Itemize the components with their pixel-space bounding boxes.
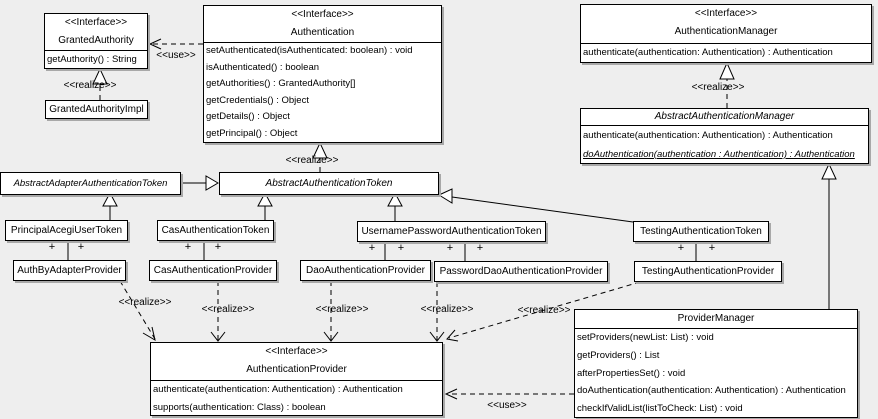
realize-edges bbox=[99, 79, 728, 340]
realize-label: <<realize>> bbox=[315, 304, 369, 315]
method: isAuthenticated() : boolean bbox=[206, 61, 320, 73]
method: getAuthority() : String bbox=[47, 54, 137, 65]
multiplicity-plus: + bbox=[397, 242, 405, 254]
method: getProviders() : List bbox=[577, 349, 660, 361]
class-dao-authentication-provider: DaoAuthenticationProvider bbox=[300, 260, 431, 281]
method: getPrincipal() : Object bbox=[206, 127, 298, 139]
class-name: ProviderManager bbox=[677, 313, 755, 324]
class-name: TestingAuthenticationProvider bbox=[641, 266, 775, 277]
method: setProviders(newList: List) : void bbox=[577, 332, 714, 343]
use-label: <<use>> bbox=[156, 50, 196, 61]
class-authentication: <<Interface>> Authentication setAuthenti… bbox=[203, 5, 442, 143]
multiplicity-plus: + bbox=[48, 241, 56, 253]
method: doAuthentication(authentication: Authent… bbox=[577, 385, 846, 397]
method: getCredentials() : Object bbox=[206, 94, 309, 106]
method: afterPropertiesSet() : void bbox=[577, 367, 686, 379]
method: setAuthenticated(isAuthenticated: boolea… bbox=[206, 45, 413, 56]
class-granted-authority: <<Interface>> GrantedAuthority getAuthor… bbox=[44, 13, 148, 69]
multiplicity-plus: + bbox=[708, 242, 716, 254]
class-testing-authentication-provider: TestingAuthenticationProvider bbox=[634, 261, 782, 282]
stereotype: <<Interface>> bbox=[64, 17, 128, 28]
class-name: AbstractAdapterAuthenticationToken bbox=[13, 178, 168, 189]
class-cas-authentication-provider: CasAuthenticationProvider bbox=[149, 260, 277, 281]
method: doAuthentication(authentication : Authen… bbox=[583, 149, 855, 160]
class-name: CasAuthenticationToken bbox=[161, 225, 270, 236]
class-password-dao-authentication-provider: PasswordDaoAuthenticationProvider bbox=[434, 261, 608, 282]
class-granted-authority-impl: GrantedAuthorityImpl bbox=[45, 100, 148, 119]
method: getDetails() : Object bbox=[206, 111, 290, 123]
class-principal-acegi-user-token: PrincipalAcegiUserToken bbox=[5, 220, 128, 241]
class-provider-manager: ProviderManager setProviders(newList: Li… bbox=[574, 309, 858, 418]
multiplicity-plus: + bbox=[184, 241, 192, 253]
stereotype: <<Interface>> bbox=[291, 9, 354, 20]
stereotype: <<Interface>> bbox=[694, 8, 758, 19]
multiplicity-plus: + bbox=[677, 242, 685, 254]
class-testing-authentication-token: TestingAuthenticationToken bbox=[633, 221, 769, 242]
class-abstract-authentication-manager: AbstractAuthenticationManager authentica… bbox=[580, 108, 869, 164]
class-username-password-authentication-token: UsernamePasswordAuthenticationToken bbox=[357, 221, 546, 242]
class-authentication-manager: <<Interface>> AuthenticationManager auth… bbox=[580, 4, 872, 63]
class-name: Authentication bbox=[290, 27, 355, 38]
multiplicity-plus: + bbox=[77, 241, 85, 253]
class-name: CasAuthenticationProvider bbox=[153, 265, 273, 276]
method: authenticate(authentication: Authenticat… bbox=[153, 384, 403, 395]
use-edges bbox=[148, 38, 574, 400]
class-name: AuthByAdapterProvider bbox=[17, 265, 122, 276]
class-name: AbstractAuthenticationManager bbox=[654, 111, 795, 122]
method: getAuthorities() : GrantedAuthority[] bbox=[206, 78, 356, 90]
realize-arrowheads bbox=[92, 61, 735, 342]
realize-label: <<realize>> bbox=[201, 304, 255, 315]
realize-label: <<realize>> bbox=[118, 297, 172, 308]
association-edges bbox=[67, 240, 697, 261]
realize-label: <<realize>> bbox=[517, 305, 571, 316]
method: authenticate(authentication: Authenticat… bbox=[583, 130, 833, 141]
class-cas-authentication-token: CasAuthenticationToken bbox=[157, 220, 274, 241]
class-name: UsernamePasswordAuthenticationToken bbox=[361, 226, 542, 237]
method: authenticate(authentication: Authenticat… bbox=[583, 47, 833, 58]
class-name: PasswordDaoAuthenticationProvider bbox=[439, 266, 603, 277]
use-label: <<use>> bbox=[487, 400, 527, 411]
stereotype: <<Interface>> bbox=[265, 346, 328, 357]
multiplicity-plus: + bbox=[368, 242, 376, 254]
realize-label: <<realize>> bbox=[691, 82, 745, 93]
class-authentication-provider: <<Interface>> AuthenticationProvider aut… bbox=[150, 342, 443, 416]
method: checkIfValidList(listToCheck: List) : vo… bbox=[577, 403, 743, 415]
class-name: AuthenticationProvider bbox=[246, 364, 347, 375]
multiplicity-plus: + bbox=[476, 242, 484, 254]
class-name: TestingAuthenticationToken bbox=[640, 226, 762, 237]
class-name: AbstractAuthenticationToken bbox=[265, 178, 393, 189]
realize-label: <<realize>> bbox=[285, 155, 339, 166]
method: supports(authentication: Class) : boolea… bbox=[153, 401, 326, 413]
class-name: GrantedAuthorityImpl bbox=[49, 104, 144, 115]
realize-label: <<realize>> bbox=[63, 80, 117, 91]
class-abstract-adapter-authentication-token: AbstractAdapterAuthenticationToken bbox=[0, 172, 181, 195]
class-name: DaoAuthenticationProvider bbox=[306, 265, 425, 276]
multiplicity-plus: + bbox=[446, 242, 454, 254]
realize-label: <<realize>> bbox=[420, 304, 474, 315]
class-abstract-authentication-token: AbstractAuthenticationToken bbox=[219, 172, 439, 195]
class-auth-by-adapter-provider: AuthByAdapterProvider bbox=[13, 260, 126, 281]
generalization-edges bbox=[102, 162, 837, 309]
class-name: AuthenticationManager bbox=[674, 26, 778, 37]
class-name: PrincipalAcegiUserToken bbox=[10, 225, 123, 236]
multiplicity-plus: + bbox=[214, 241, 222, 253]
class-name: GrantedAuthority bbox=[58, 35, 134, 46]
